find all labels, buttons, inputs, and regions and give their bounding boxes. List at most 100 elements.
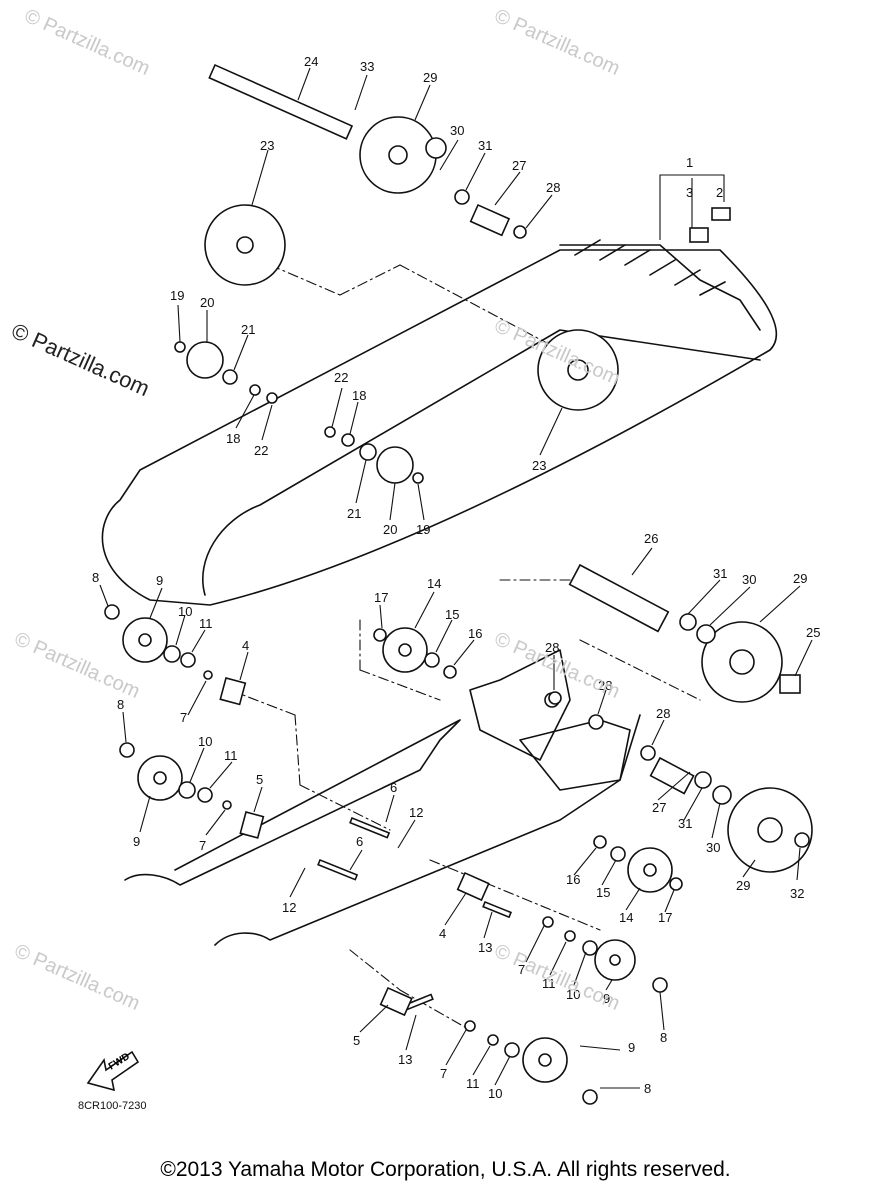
bracket-5-a (239, 811, 265, 839)
callout-22: 22 (254, 443, 268, 458)
bracket-5-b (379, 986, 413, 1017)
callout-16: 16 (468, 626, 482, 641)
bearing-20-b (376, 446, 414, 484)
callout-4: 4 (242, 638, 249, 653)
callout-10: 10 (178, 604, 192, 619)
callout-30: 30 (706, 840, 720, 855)
bolt-6-b (317, 858, 359, 881)
callout-6: 6 (356, 834, 363, 849)
callout-17: 17 (658, 910, 672, 925)
callout-26: 26 (644, 531, 658, 546)
callout-9: 9 (156, 573, 163, 588)
bearing-20-a (186, 341, 224, 379)
callout-22: 22 (334, 370, 348, 385)
callout-15: 15 (596, 885, 610, 900)
rail-bracket (469, 649, 571, 761)
callout-5: 5 (256, 772, 263, 787)
callout-11: 11 (199, 616, 213, 631)
bracket-4-a (219, 677, 247, 706)
callout-12: 12 (282, 900, 296, 915)
callout-9: 9 (133, 834, 140, 849)
callout-20: 20 (200, 295, 214, 310)
callout-31: 31 (478, 138, 492, 153)
callout-19: 19 (170, 288, 184, 303)
callout-12: 12 (409, 805, 423, 820)
slide-rail-left (124, 719, 461, 886)
callout-33: 33 (360, 59, 374, 74)
bolt-6-a (349, 816, 391, 839)
callout-17: 17 (374, 590, 388, 605)
callout-30: 30 (450, 123, 464, 138)
track-clip-2 (711, 207, 731, 221)
copyright-notice: ©2013 Yamaha Motor Corporation, U.S.A. A… (160, 1158, 731, 1181)
callout-8: 8 (117, 697, 124, 712)
callout-24: 24 (304, 54, 318, 69)
callout-13: 13 (398, 1052, 412, 1067)
callout-10: 10 (198, 734, 212, 749)
callout-15: 15 (445, 607, 459, 622)
callout-9: 9 (603, 991, 610, 1006)
callout-14: 14 (427, 576, 441, 591)
track-clip-3 (689, 227, 709, 243)
bracket-4-b (456, 871, 490, 902)
callout-4: 4 (439, 926, 446, 941)
callout-13: 13 (478, 940, 492, 955)
callout-23: 23 (260, 138, 274, 153)
callout-28: 28 (656, 706, 670, 721)
track-lugs (559, 239, 761, 331)
callout-7: 7 (440, 1066, 447, 1081)
bushing-27-top (469, 203, 511, 237)
callout-8: 8 (92, 570, 99, 585)
shaft-24 (208, 63, 354, 140)
callout-7: 7 (180, 710, 187, 725)
callout-30: 30 (742, 572, 756, 587)
slide-rail-right (214, 714, 641, 946)
rail-bracket-2 (519, 719, 631, 791)
callout-31: 31 (713, 566, 727, 581)
callout-27: 27 (652, 800, 666, 815)
callout-10: 10 (566, 987, 580, 1002)
callout-25: 25 (806, 625, 820, 640)
callout-3: 3 (686, 185, 693, 200)
callout-20: 20 (383, 522, 397, 537)
bushing-27-lower (649, 756, 695, 795)
callout-19: 19 (416, 522, 430, 537)
callout-28: 28 (598, 678, 612, 693)
callout-29: 29 (793, 571, 807, 586)
callout-18: 18 (226, 431, 240, 446)
callout-29: 29 (423, 70, 437, 85)
callout-2: 2 (716, 185, 723, 200)
callout-8: 8 (644, 1081, 651, 1096)
callout-18: 18 (352, 388, 366, 403)
callout-21: 21 (347, 506, 361, 521)
callout-29: 29 (736, 878, 750, 893)
track-belt (101, 249, 778, 606)
callout-31: 31 (678, 816, 692, 831)
callout-28: 28 (546, 180, 560, 195)
callout-11: 11 (542, 976, 556, 991)
callout-9: 9 (628, 1040, 635, 1055)
callout-5: 5 (353, 1033, 360, 1048)
callout-27: 27 (512, 158, 526, 173)
callout-32: 32 (790, 886, 804, 901)
callout-23: 23 (532, 458, 546, 473)
callout-16: 16 (566, 872, 580, 887)
callout-11: 11 (466, 1076, 480, 1091)
fwd-arrow-icon (86, 1050, 140, 1092)
callout-7: 7 (518, 962, 525, 977)
callout-7: 7 (199, 838, 206, 853)
callout-11: 11 (224, 748, 238, 763)
callout-6: 6 (390, 780, 397, 795)
callout-1: 1 (686, 155, 693, 170)
callout-8: 8 (660, 1030, 667, 1045)
diagram-code: 8CR100-7230 (78, 1100, 147, 1112)
shaft-26 (568, 563, 670, 633)
bolt-13-a (482, 900, 513, 919)
bushing-25 (779, 674, 801, 694)
callout-21: 21 (241, 322, 255, 337)
callout-14: 14 (619, 910, 633, 925)
callout-10: 10 (488, 1086, 502, 1101)
track-belt-inner (202, 329, 761, 596)
